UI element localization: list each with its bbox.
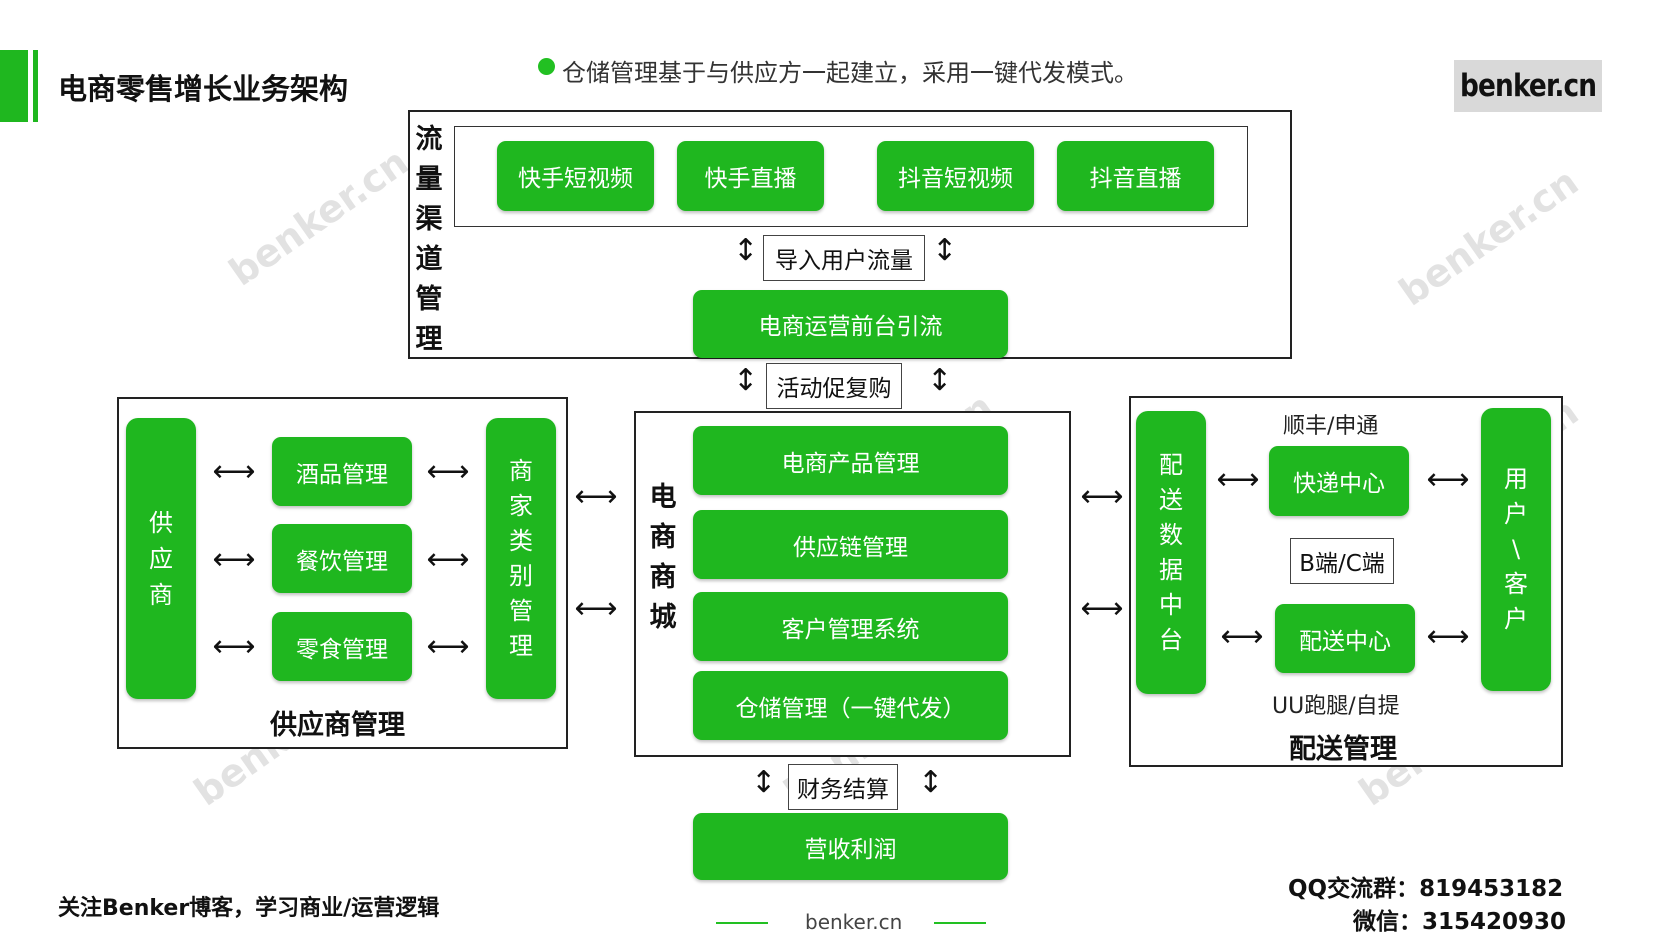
footer-line-left bbox=[716, 922, 768, 924]
traffic-side-label: 流量渠 道管理 bbox=[415, 124, 443, 355]
delivery-data-center-box[interactable]: 配送数 据中台 bbox=[1136, 411, 1206, 694]
follow-text: 关注Benker博客，学习商业/运营逻辑 bbox=[58, 896, 440, 921]
double-arrow-icon: ↕ bbox=[733, 363, 759, 398]
promo-label: 活动促复购 bbox=[766, 363, 902, 409]
double-arrow-icon: ↕ bbox=[927, 363, 953, 398]
note-text: 仓储管理基于与供应方一起建立，采用一键代发模式。 bbox=[562, 59, 1138, 87]
import-traffic-label: 导入用户流量 bbox=[763, 235, 925, 281]
title-accent-line bbox=[33, 50, 38, 122]
supply-chain-management-box[interactable]: 供应链管理 bbox=[693, 510, 1008, 579]
double-arrow-icon: ⟷ bbox=[1080, 479, 1124, 514]
double-arrow-icon: ⟷ bbox=[212, 542, 256, 577]
footer-line-right bbox=[934, 922, 986, 924]
merchant-category-box[interactable]: 商家类 别管理 bbox=[486, 418, 556, 699]
frontend-traffic-box[interactable]: 电商运营前台引流 bbox=[693, 290, 1008, 358]
logo[interactable]: benker.cn bbox=[1454, 60, 1602, 112]
delivery-management-title: 配送管理 bbox=[1289, 734, 1397, 765]
double-arrow-icon: ⟷ bbox=[1220, 619, 1264, 654]
double-arrow-icon: ⟷ bbox=[574, 591, 618, 626]
double-arrow-icon: ⟷ bbox=[426, 454, 470, 489]
channels-frame bbox=[454, 126, 1248, 227]
double-arrow-icon: ⟷ bbox=[212, 629, 256, 664]
snack-management-box[interactable]: 零食管理 bbox=[272, 612, 412, 681]
liquor-management-box[interactable]: 酒品管理 bbox=[272, 437, 412, 506]
catering-management-box[interactable]: 餐饮管理 bbox=[272, 524, 412, 593]
customer-box[interactable]: 用户\ 客户 bbox=[1481, 408, 1551, 691]
double-arrow-icon: ⟷ bbox=[426, 542, 470, 577]
double-arrow-icon: ⟷ bbox=[426, 629, 470, 664]
supplier-management-title: 供应商管理 bbox=[270, 710, 405, 741]
qq-group-text: QQ交流群：819453182 bbox=[1288, 876, 1564, 902]
note-dot-icon bbox=[538, 58, 555, 75]
double-arrow-icon: ⟷ bbox=[1080, 591, 1124, 626]
title-accent-bar bbox=[0, 50, 28, 122]
mall-side-label: 电商商城 bbox=[649, 482, 677, 633]
customer-management-system-box[interactable]: 客户管理系统 bbox=[693, 592, 1008, 661]
channel-douyin-live[interactable]: 抖音直播 bbox=[1057, 141, 1214, 211]
last-mile-caption: UU跑腿/自提 bbox=[1272, 694, 1400, 719]
revenue-profit-box[interactable]: 营收利润 bbox=[693, 813, 1008, 880]
supplier-box[interactable]: 供应商 bbox=[126, 418, 196, 699]
double-arrow-icon: ⟷ bbox=[1216, 462, 1260, 497]
product-management-box[interactable]: 电商产品管理 bbox=[693, 426, 1008, 495]
double-arrow-icon: ⟷ bbox=[574, 479, 618, 514]
double-arrow-icon: ↕ bbox=[932, 233, 958, 268]
finance-settlement-label: 财务结算 bbox=[788, 764, 898, 810]
watermark: benker.cn bbox=[221, 139, 417, 295]
delivery-center-box[interactable]: 配送中心 bbox=[1275, 604, 1415, 673]
page-title: 电商零售增长业务架构 bbox=[58, 72, 349, 106]
double-arrow-icon: ⟷ bbox=[1426, 462, 1470, 497]
logo-text: benker.cn bbox=[1459, 68, 1597, 104]
channel-kuaishou-live[interactable]: 快手直播 bbox=[677, 141, 824, 211]
express-center-box[interactable]: 快递中心 bbox=[1269, 446, 1409, 516]
warehouse-management-box[interactable]: 仓储管理（一键代发） bbox=[693, 671, 1008, 740]
express-carriers-caption: 顺丰/申通 bbox=[1283, 414, 1379, 439]
b-c-tag: B端/C端 bbox=[1290, 538, 1394, 584]
footer-site[interactable]: benker.cn bbox=[805, 910, 903, 934]
wechat-text: 微信：315420930 bbox=[1353, 909, 1567, 935]
double-arrow-icon: ⟷ bbox=[212, 454, 256, 489]
double-arrow-icon: ⟷ bbox=[1426, 619, 1470, 654]
watermark: benker.cn bbox=[1391, 159, 1587, 315]
double-arrow-icon: ↕ bbox=[733, 233, 759, 268]
channel-kuaishou-video[interactable]: 快手短视频 bbox=[497, 141, 654, 211]
channel-douyin-video[interactable]: 抖音短视频 bbox=[877, 141, 1034, 211]
double-arrow-icon: ↕ bbox=[751, 765, 777, 800]
double-arrow-icon: ↕ bbox=[918, 765, 944, 800]
